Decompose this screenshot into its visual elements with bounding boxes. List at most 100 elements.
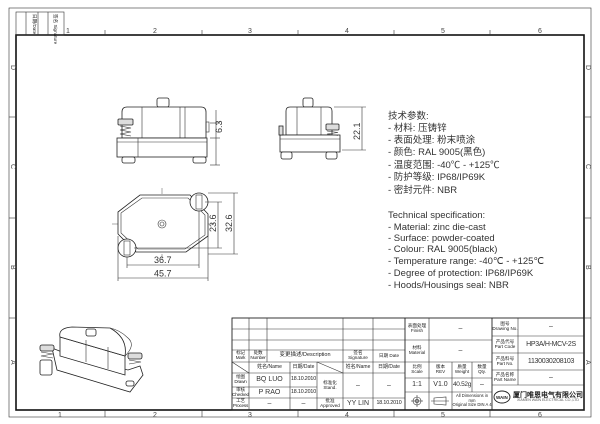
- rev-number-header: 处数 Number: [250, 350, 266, 360]
- finish-value: –: [458, 325, 463, 333]
- scale-label-cn: 比例: [412, 364, 422, 370]
- rev-label: 版本 REV: [429, 362, 452, 378]
- qty-label: 数量 Qty.: [472, 362, 492, 378]
- rev-date-header: 日期 Date: [378, 352, 400, 358]
- column-label: 6: [538, 412, 542, 419]
- dim-front-height: 6.3: [214, 120, 224, 133]
- dim-top-outer-height: 32.6: [224, 214, 234, 232]
- date-header: 日期/Date: [292, 363, 315, 370]
- weight-label: 质量 Weight: [452, 362, 472, 378]
- part-no-label-cn: 产品料号: [495, 355, 515, 361]
- column-label: 6: [538, 28, 542, 35]
- weight-value: 40.52g: [452, 380, 472, 388]
- scale-label: 比例 Scale: [405, 362, 429, 378]
- finish-label-cn: 表面处理: [407, 323, 427, 329]
- checked-name: P RAO: [258, 388, 281, 396]
- drawing-no-label-cn: 图号: [500, 321, 510, 327]
- spec-en-item: - Material: zinc die-cast: [388, 222, 486, 233]
- logo-text: WAIN: [496, 395, 508, 400]
- spec-cn-item: - 材料: 压铸锌: [388, 122, 447, 134]
- spec-cn-title: 技术参数:: [388, 110, 429, 122]
- stand-label: 标准化 Stand.: [323, 379, 337, 390]
- spec-cn-item: - 表面处理: 粉末喷涂: [388, 134, 476, 146]
- approved-label: 批准 Approved: [320, 398, 340, 408]
- material-label-en: Material: [408, 350, 426, 355]
- company-logo: WAIN: [493, 390, 511, 404]
- company-name-en: XIAMEN WAIN ELECTRICAL CO.,LTD: [517, 398, 579, 403]
- rev-signature-header: 签名 Signature: [348, 350, 368, 360]
- stand-date: –: [387, 381, 391, 389]
- top-view: [112, 188, 214, 260]
- front-view: [116, 97, 210, 164]
- spec-en-item: - Surface: powder-coated: [388, 233, 495, 244]
- rev-label-cn: 版本: [435, 364, 446, 370]
- spec-en-item: - Colour: RAL 9005(black): [388, 244, 497, 255]
- drawn-name: BQ LUO: [256, 376, 283, 384]
- drawing-no-label: 图号 Drawing No.: [492, 318, 518, 336]
- column-label: 5: [441, 28, 445, 35]
- material-value: –: [458, 347, 463, 355]
- scale-value: 1:1: [412, 381, 422, 389]
- company-name-cn: 厦门唯恩电气有限公司: [513, 391, 583, 399]
- weight-label-en: Weight: [454, 369, 470, 374]
- projection-symbol-icon: [411, 395, 423, 407]
- units-note-1: All Dimensions in mm: [455, 393, 489, 403]
- row-label: C: [9, 164, 16, 169]
- row-label: A: [9, 360, 16, 365]
- column-labels-bottom: 1 2 3 4 5 6: [58, 412, 542, 419]
- column-label: 1: [66, 28, 70, 35]
- cone-symbol-icon: [431, 396, 449, 406]
- column-label: 3: [248, 412, 252, 419]
- corner-date-label: 日期/Date: [31, 14, 37, 35]
- side-view-dimension: 22.1: [334, 106, 366, 151]
- finish-label: 表面处理 Finish: [405, 318, 429, 340]
- part-no-value: 1130030208103: [527, 357, 575, 365]
- part-name-value: –: [549, 373, 553, 381]
- corner-revision-box: 日期/Date 签名 Signature: [15, 11, 65, 45]
- side-view: [278, 97, 341, 160]
- title-block-grid: WAIN: [231, 317, 585, 411]
- drawing-no-label-en: Drawing No.: [492, 326, 518, 331]
- approved-date: 18.10.2010: [376, 400, 402, 407]
- name-header: 姓名/Name: [345, 363, 371, 370]
- part-code-label-en: Part Code: [494, 343, 516, 349]
- row-label: D: [584, 65, 591, 70]
- process-label: 工艺 Process: [232, 398, 249, 408]
- dim-top-outer-width: 45.7: [154, 269, 172, 279]
- top-view-dimensions: 23.6 32.6 36.7 45.7: [117, 192, 238, 281]
- qty-label-en: Qty.: [477, 369, 487, 374]
- column-label: 3: [248, 28, 252, 35]
- rev-description-header: 变更描述/Description: [279, 352, 331, 359]
- row-label: B: [9, 265, 16, 270]
- spec-en: Technical specification: - Material: zin…: [388, 210, 544, 291]
- column-label: 5: [441, 412, 445, 419]
- qty-value: –: [480, 381, 484, 389]
- name-header: 姓名/Name: [257, 363, 282, 370]
- units-note-2: Original Size DIN A 4: [452, 402, 492, 408]
- column-label: 1: [58, 412, 62, 419]
- material-label-cn: 材料: [412, 345, 422, 351]
- part-code-label-cn: 产品代号: [495, 338, 515, 344]
- part-name-label-cn: 产品名称: [495, 371, 515, 377]
- column-label: 2: [153, 28, 157, 35]
- drawn-label: 绘图 Drawn: [234, 374, 247, 384]
- qty-label-cn: 数量: [477, 364, 487, 370]
- material-label: 材料 Material: [405, 340, 429, 362]
- drawing-no-value: –: [549, 323, 553, 331]
- row-labels-left: D C B A: [9, 65, 16, 365]
- spec-cn-item: - 颜色: RAL 9005(黑色): [388, 146, 485, 158]
- part-code-value: HP3A/H-MCV-2S: [526, 340, 576, 348]
- stand-name: –: [356, 381, 360, 389]
- units-note: All Dimensions in mm Original Size DIN A…: [452, 392, 492, 410]
- approved-name: YY LIN: [346, 400, 370, 408]
- process-name: –: [267, 400, 272, 408]
- column-labels-top: 1 2 3 4 5 6: [66, 28, 542, 35]
- row-label: B: [584, 265, 591, 270]
- spec-en-title: Technical specification:: [388, 210, 485, 221]
- dim-top-inner-width: 36.7: [154, 255, 172, 265]
- spec-cn-item: - 防护等级: IP68/IP69K: [388, 171, 486, 183]
- row-label: C: [584, 164, 591, 169]
- part-no-label: 产品料号 Part No.: [492, 353, 518, 370]
